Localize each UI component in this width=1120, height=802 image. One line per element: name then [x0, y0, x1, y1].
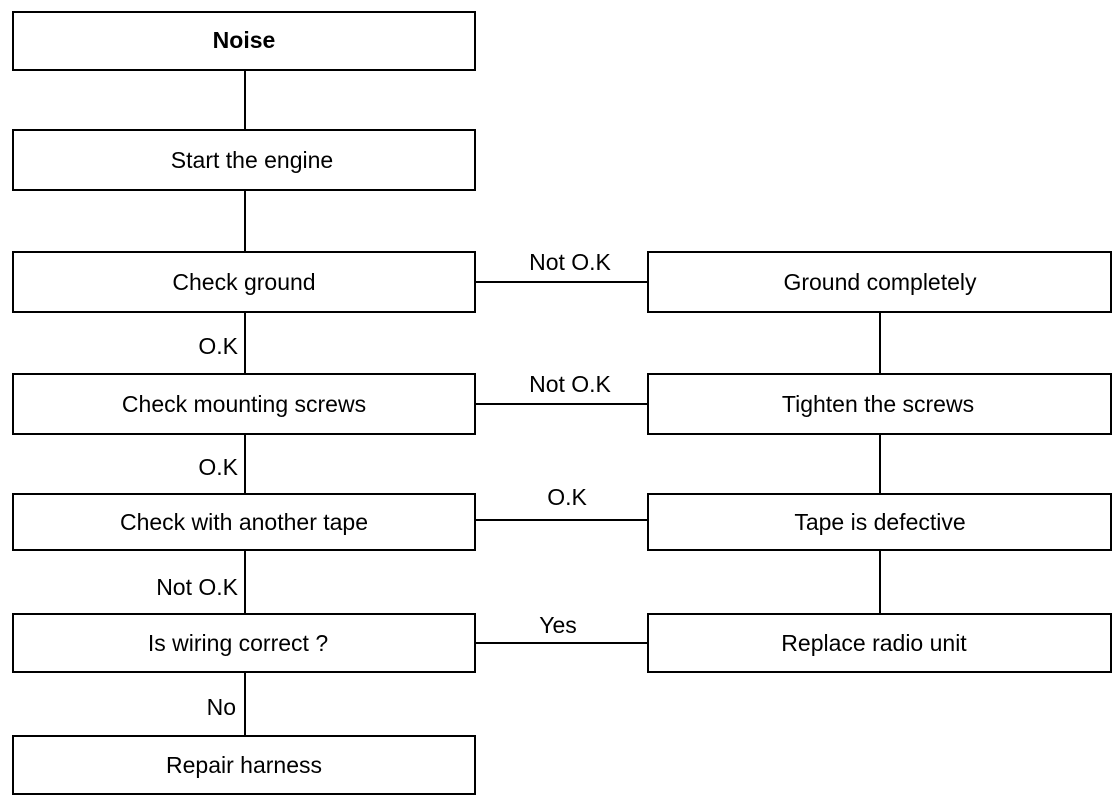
- node-check-ground-label: Check ground: [172, 269, 315, 295]
- node-ground-completely-label: Ground completely: [783, 269, 977, 295]
- node-repair-harness-label: Repair harness: [166, 752, 322, 778]
- node-replace-radio: Replace radio unit: [647, 613, 1112, 673]
- edge-label-wiring-yes: Yes: [539, 612, 577, 638]
- node-check-another-tape-label: Check with another tape: [120, 509, 368, 535]
- node-start-engine: Start the engine: [12, 129, 476, 191]
- node-check-mounting-screws-label: Check mounting screws: [122, 391, 366, 417]
- node-wiring-correct-label: Is wiring correct ?: [148, 630, 328, 656]
- node-tighten-screws-label: Tighten the screws: [782, 391, 974, 417]
- node-tape-defective: Tape is defective: [647, 493, 1112, 551]
- node-noise-label: Noise: [213, 27, 276, 53]
- node-ground-completely: Ground completely: [647, 251, 1112, 313]
- node-wiring-correct: Is wiring correct ?: [12, 613, 476, 673]
- edge-label-wiring-no: No: [207, 694, 236, 720]
- connectors: [244, 70, 881, 736]
- node-start-engine-label: Start the engine: [171, 147, 333, 173]
- edge-label-screws-ok: O.K: [198, 454, 238, 480]
- node-replace-radio-label: Replace radio unit: [781, 630, 967, 656]
- node-repair-harness: Repair harness: [12, 735, 476, 795]
- edge-label-ground-not-ok: Not O.K: [529, 249, 611, 275]
- node-check-ground: Check ground: [12, 251, 476, 313]
- node-check-mounting-screws: Check mounting screws: [12, 373, 476, 435]
- edge-label-screws-not-ok: Not O.K: [529, 371, 611, 397]
- node-noise: Noise: [12, 11, 476, 71]
- node-tape-defective-label: Tape is defective: [794, 509, 965, 535]
- node-check-another-tape: Check with another tape: [12, 493, 476, 551]
- edge-label-tape-not-ok: Not O.K: [156, 574, 238, 600]
- edge-label-ground-ok: O.K: [198, 333, 238, 359]
- node-tighten-screws: Tighten the screws: [647, 373, 1112, 435]
- edge-label-tape-ok: O.K: [547, 484, 587, 510]
